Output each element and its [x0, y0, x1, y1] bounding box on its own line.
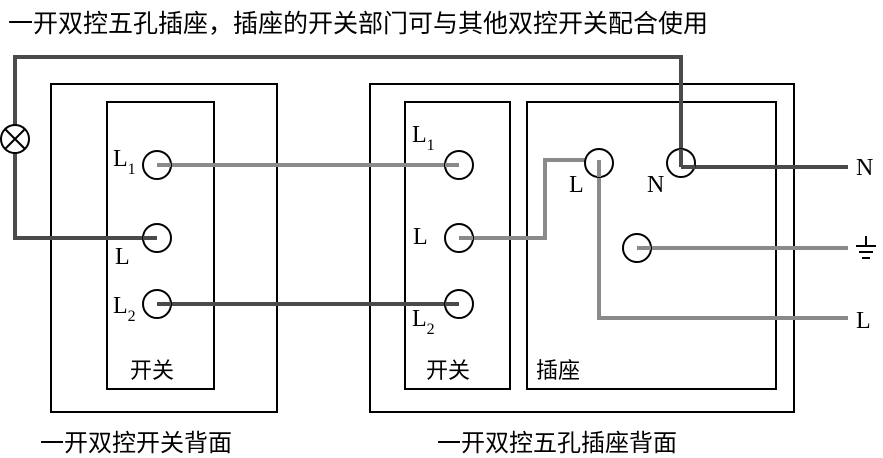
switch-label-l1: L1: [113, 146, 136, 178]
wire-lamp-switch-l: [13, 153, 157, 240]
outlet-label-l: L: [569, 172, 584, 198]
socket-switch-label-l2: L2: [412, 306, 435, 338]
wire-neutral-lamp: [13, 55, 683, 163]
diagram-title: 一开双控五孔插座，插座的开关部门可与其他双控开关配合使用: [8, 9, 709, 38]
lamp-icon: [0, 124, 30, 154]
socket-switch-panel: [404, 101, 511, 390]
caption-socket-back: 一开双控五孔插座背面: [437, 429, 677, 457]
caption-switch-back: 一开双控开关背面: [40, 429, 232, 457]
socket-switch-label-l1: L1: [412, 122, 435, 154]
socket-switch-label-l: L: [413, 224, 428, 250]
switch-label-l: L: [115, 244, 130, 270]
external-label-l: L: [856, 308, 871, 334]
wire-outlet-l-external: [597, 160, 848, 320]
wire-switch-l-to-outlet-l: [459, 158, 599, 240]
socket-switch-panel-label: 开关: [426, 359, 470, 384]
external-label-n: N: [856, 155, 873, 181]
outlet-panel: [526, 101, 777, 390]
outlet-panel-label: 插座: [536, 359, 580, 384]
switch-unit-frame: [50, 83, 278, 413]
outlet-label-n: N: [647, 172, 664, 198]
switch-panel: [106, 101, 215, 390]
switch-panel-label: 开关: [130, 359, 174, 384]
ground-icon: [856, 236, 876, 259]
switch-label-l2: L2: [113, 293, 136, 325]
